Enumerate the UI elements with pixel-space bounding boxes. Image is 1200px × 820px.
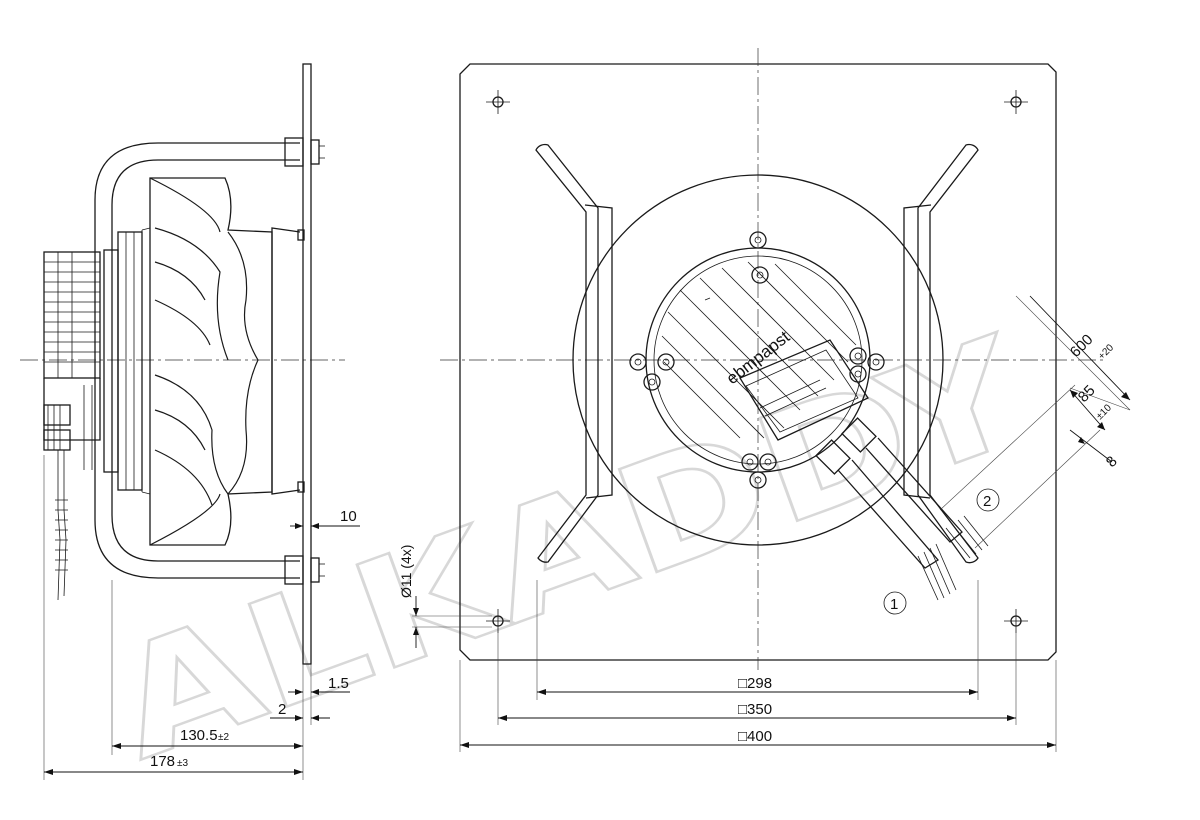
callout-1: 1	[890, 596, 898, 613]
front-view: ebmpapst 1 2	[398, 48, 1131, 752]
dim-130-5: 130.5	[180, 727, 218, 744]
support-bracket-right	[903, 143, 979, 564]
side-dimensions	[43, 455, 360, 780]
support-bracket-left	[535, 143, 613, 563]
side-view: 178 ±3 130.5 ±2 2 1.5 10	[20, 63, 360, 780]
cable-glands	[815, 417, 963, 569]
dim-130-5-tol: ±2	[218, 732, 229, 743]
dim-10: 10	[340, 508, 357, 525]
mounting-plate-front	[459, 63, 1057, 661]
motor-cooling-fins	[43, 251, 101, 379]
callout-2: 2	[983, 493, 991, 510]
front-dimensions	[412, 580, 1057, 752]
mounting-holes	[486, 90, 1028, 633]
dim-600: 600	[1067, 331, 1097, 361]
dim-400: □400	[738, 728, 772, 745]
motor-ribs	[661, 261, 857, 439]
motor-screws	[629, 231, 885, 489]
dim-8: 8	[1103, 453, 1121, 471]
inlet-ring	[572, 174, 944, 546]
dim-2: 2	[278, 701, 286, 718]
bracket-tube-top	[94, 142, 300, 579]
dim-hole-diameter: Ø11 (4x)	[398, 545, 414, 598]
dim-85-tol: ±10	[1094, 402, 1114, 422]
dim-1-5: 1.5	[328, 675, 349, 692]
dim-178-tol: ±3	[177, 758, 188, 769]
dim-350: □350	[738, 701, 772, 718]
dim-600-tol: +20	[1096, 342, 1116, 362]
cable-dimensions	[939, 295, 1131, 549]
cable-gland-side	[43, 404, 71, 451]
cable-wires	[917, 515, 989, 601]
impeller-side	[149, 177, 273, 546]
callout-1-circle	[883, 591, 907, 615]
dim-178: 178	[150, 753, 175, 770]
dim-85: 85	[1075, 382, 1099, 406]
dim-298: □298	[738, 675, 772, 692]
callout-2-circle	[976, 488, 1000, 512]
mounting-plate-side	[302, 63, 312, 665]
